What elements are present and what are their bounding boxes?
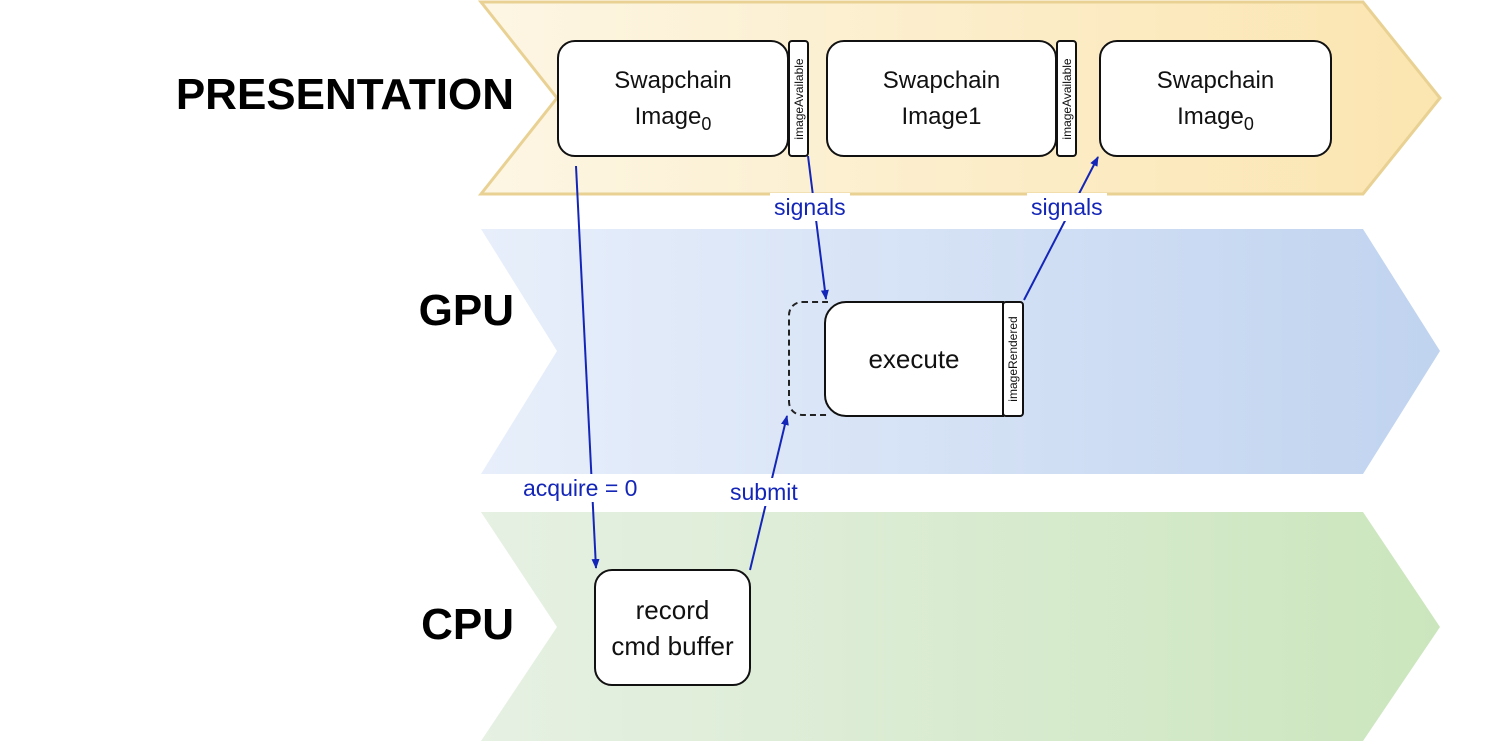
swapchain-image-1-line1: Swapchain [882,66,1001,94]
lane-label-gpu: GPU [418,286,514,335]
image-label: Image [634,102,702,130]
semaphore-label: imageAvailable [791,57,806,140]
image-rendered-semaphore: imageRendered [1002,301,1024,417]
signals-label-1: signals [770,193,850,221]
swapchain-image-1-box: Swapchain Image1 [826,40,1057,157]
execute-box: execute [824,301,1004,417]
swapchain-image-0-line1: Swapchain [614,66,732,94]
swapchain-image-0b-line2: Image0 [1177,99,1254,135]
signals-arrow-1 [807,155,829,300]
swapchain-image-0b-line1: Swapchain [1156,66,1275,94]
image-index: 0 [1243,113,1254,134]
lane-label-cpu: CPU [421,600,514,649]
swapchain-image-0-box: Swapchain Image0 [557,40,789,157]
execute-label: execute [868,344,960,374]
record-cmd-buffer-box: record cmd buffer [594,569,751,686]
signals-arrow-2 [1023,156,1099,301]
image-available-semaphore-0: imageAvailable [788,40,809,157]
record-line2: cmd buffer [611,630,734,661]
image-label: Image [1177,102,1244,130]
wait-stage-outline [788,301,828,416]
semaphore-label: imageRendered [1006,316,1020,402]
signals-label-2: signals [1027,193,1107,221]
swapchain-image-0b-box: Swapchain Image0 [1099,40,1332,157]
acquire-label: acquire = 0 [519,474,642,502]
image-index: 0 [701,113,712,134]
image-available-semaphore-1: imageAvailable [1056,40,1077,157]
swapchain-image-1-line2: Image1 [901,102,982,130]
submit-label: submit [726,478,802,506]
semaphore-label: imageAvailable [1059,57,1074,140]
swapchain-image-0-line2: Image0 [635,99,712,135]
lane-label-presentation: PRESENTATION [175,70,514,119]
record-line1: record [635,594,710,625]
